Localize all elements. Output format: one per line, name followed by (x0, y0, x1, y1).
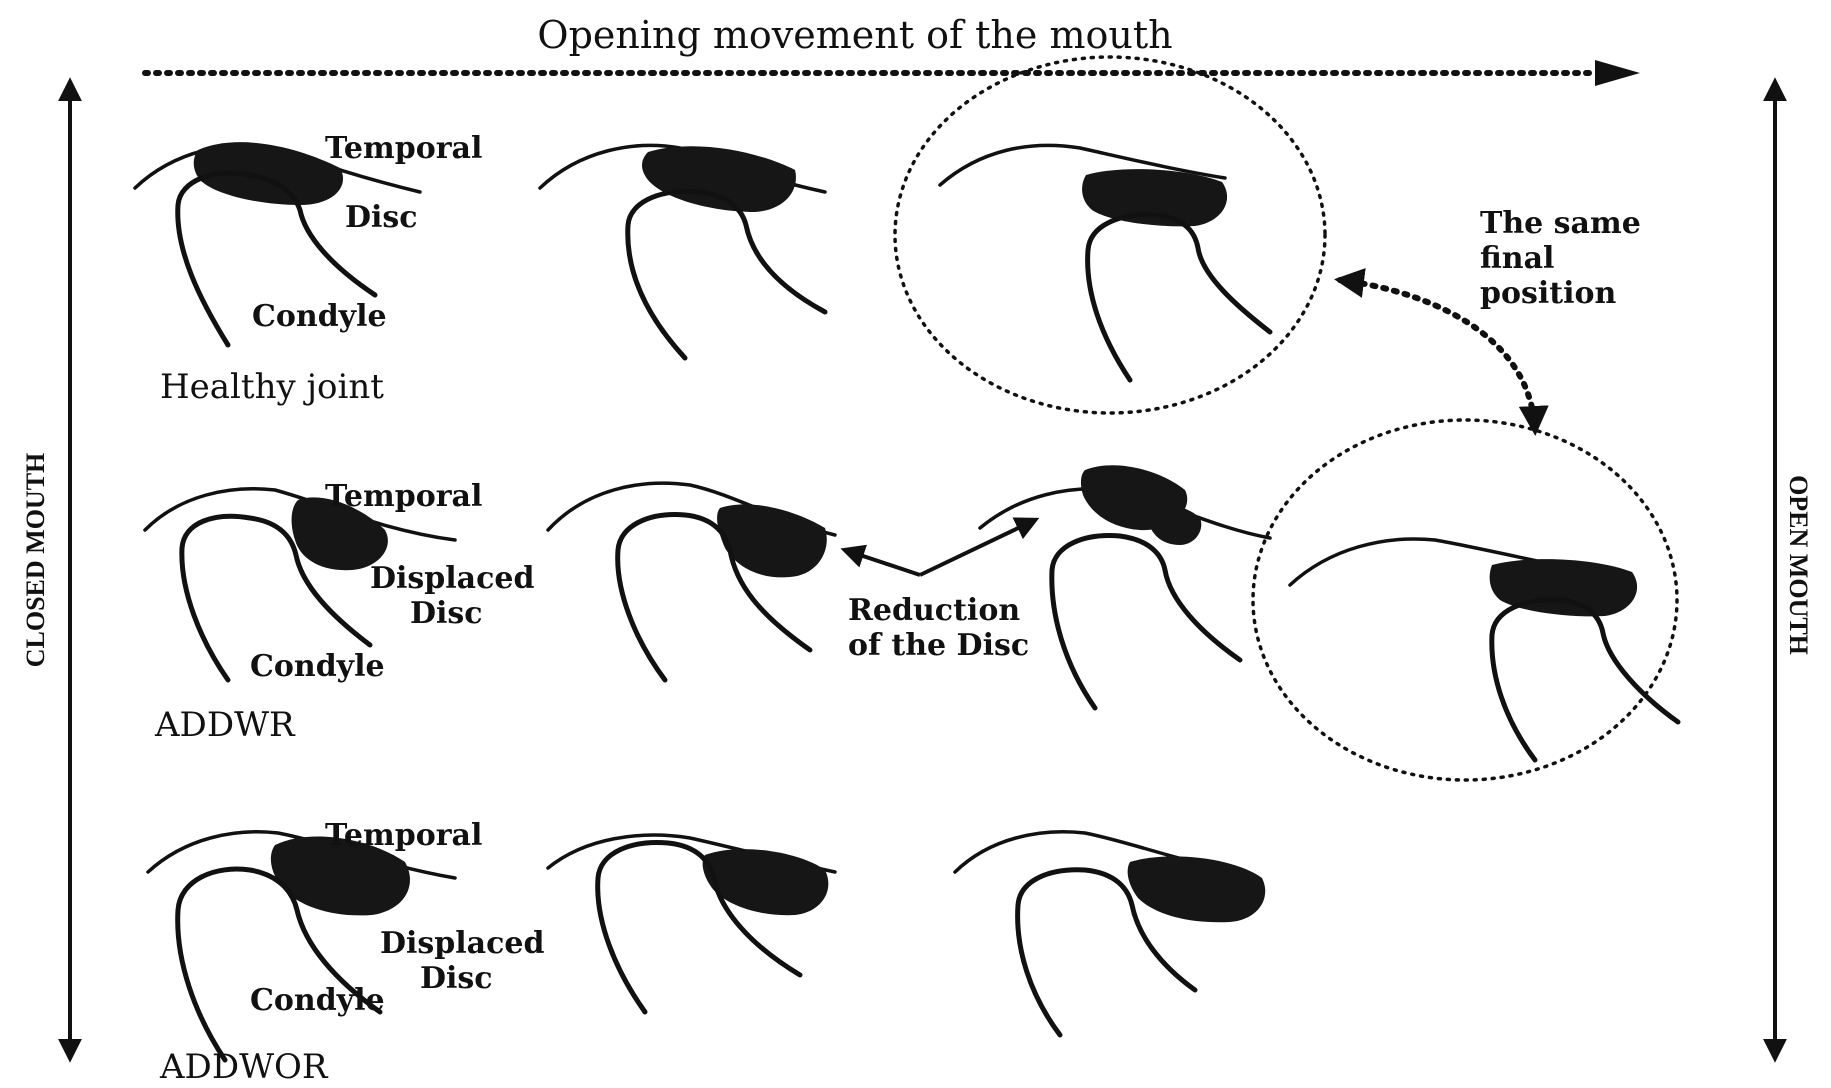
addwor-open (955, 832, 1265, 1035)
addwr-open-final (1253, 420, 1678, 780)
closed-mouth-label: CLOSED MOUTH (21, 453, 50, 668)
addwor-condyle-label: Condyle (250, 983, 385, 1018)
healthy-joint-open (895, 57, 1325, 413)
addwor-mid (548, 835, 835, 1012)
healthy-disc-label: Disc (345, 200, 418, 235)
addwr-mid (548, 483, 835, 680)
same-final-label-line2: final (1480, 241, 1554, 276)
addwr-condyle-label: Condyle (250, 649, 385, 684)
addwor-temporal-label: Temporal (325, 818, 482, 853)
addwor-disc-label-line1: Displaced (380, 926, 544, 961)
addwr-disc-label-line2: Disc (410, 596, 483, 631)
opening-movement-arrowhead (1595, 60, 1640, 86)
reduction-arrow-left (845, 550, 920, 575)
healthy-condyle-label: Condyle (252, 299, 387, 334)
reduction-label-line2: of the Disc (848, 628, 1029, 663)
same-final-label-line1: The same (1480, 206, 1641, 241)
reduction-label-line1: Reduction (848, 593, 1020, 628)
addwr-open (980, 465, 1270, 708)
healthy-joint-label: Healthy joint (160, 367, 384, 407)
diagram-title: Opening movement of the mouth (537, 13, 1172, 57)
addwr-disc-label-line1: Displaced (370, 561, 534, 596)
reduction-arrow-right (920, 520, 1035, 575)
addwr-temporal-label: Temporal (325, 479, 482, 514)
healthy-temporal-label: Temporal (325, 131, 482, 166)
addwor-label: ADDWOR (159, 1047, 329, 1087)
addwor-disc-label-line2: Disc (420, 961, 493, 996)
addwr-label: ADDWR (154, 705, 296, 745)
same-final-label-line3: position (1480, 276, 1617, 311)
healthy-joint-mid (540, 145, 825, 358)
open-mouth-label: OPEN MOUTH (1784, 475, 1813, 655)
same-final-position-circle-top (895, 57, 1325, 413)
